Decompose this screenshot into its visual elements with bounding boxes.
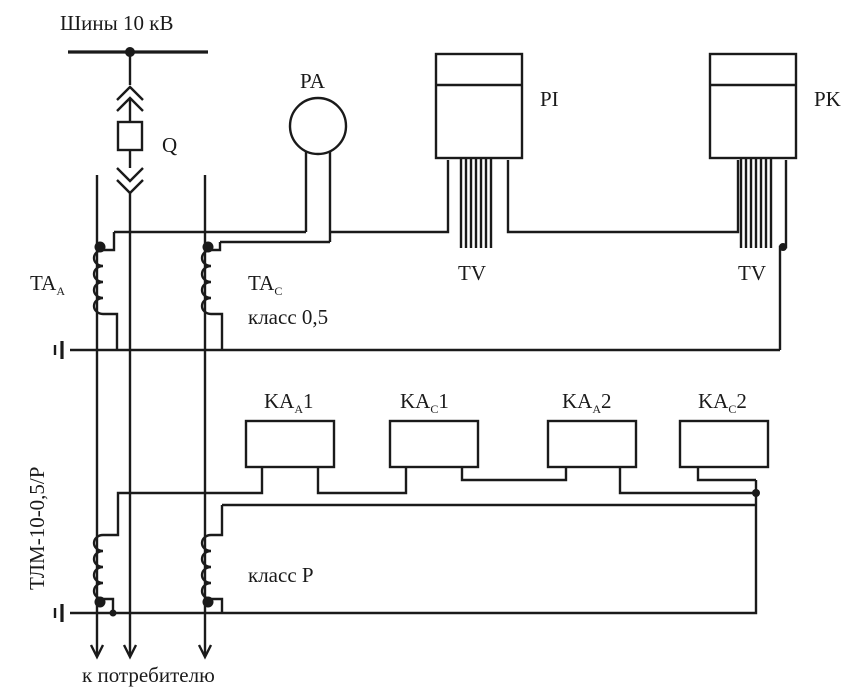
meter-pi-label: PI [540,87,559,111]
relay-label-a1: KAA1 [264,389,314,416]
meter-pk [708,52,798,248]
relay-label-a2: KAA2 [562,389,612,416]
meter-pk-label: PK [814,87,841,111]
switch-label: Q [162,133,177,157]
breaker-symbol [116,120,144,152]
meter-pi [434,52,524,248]
class-metering-label: класс 0,5 [248,305,328,329]
ct-phase-c-relay [200,505,224,613]
phase-c-conductor [197,175,213,660]
busbar [68,47,208,57]
relay-label-c1: KAC1 [400,389,449,416]
tv-label-right: TV [738,261,766,285]
relay-ka-a2 [546,419,638,469]
ammeter-label: PA [300,69,326,93]
relay-ka-a1 [244,419,336,469]
relay-ka-c2 [678,419,770,469]
consumer-label: к потребителю [82,663,215,687]
ta-a-label: TAA [30,271,65,298]
disconnector-and-breaker [116,52,144,660]
ta-c-label: TAC [248,271,282,298]
relay-ka-c1 [388,419,480,469]
ct-phase-a-metering [92,232,119,350]
bus-label: Шины 10 кВ [60,11,173,35]
relay-circuit [53,419,770,622]
tv-label-left: TV [458,261,486,285]
ct-phase-c-metering [200,241,224,350]
transformer-type-label: ТЛМ-10-0,5/Р [25,467,49,590]
class-relay-label: класс Р [248,563,314,587]
metering-circuit [53,150,788,359]
phase-a-conductor [89,175,105,660]
ammeter-pa [288,96,348,156]
relay-label-c2: KAC2 [698,389,747,416]
ct-phase-a-relay [92,525,120,617]
